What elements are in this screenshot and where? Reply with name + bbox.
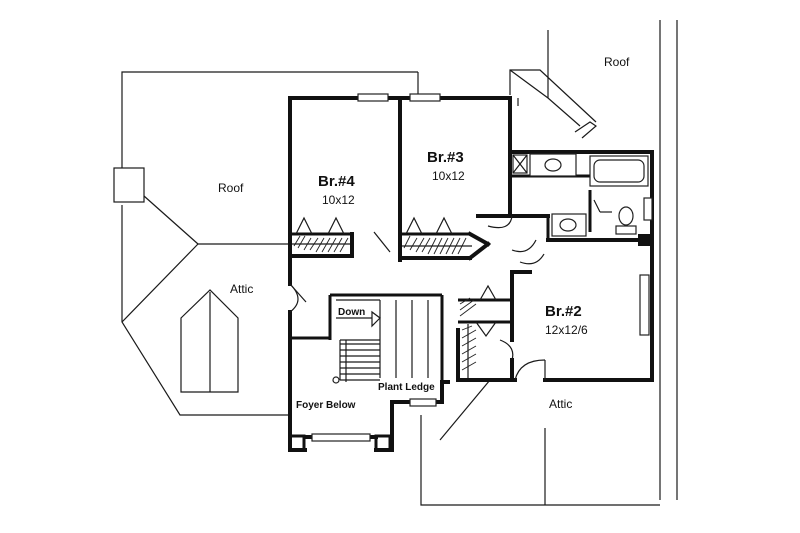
stairs [332,299,429,384]
attic-label-left: Attic [230,282,253,296]
stair-down-arrow [336,310,381,328]
br2-name: Br.#2 [545,303,582,320]
exterior-walls [288,96,654,452]
br2-size: 12x12/6 [545,323,588,337]
labels: Roof Roof Attic Attic Br.#4 10x12 Br.#3 … [218,55,630,411]
br4-name: Br.#4 [318,173,355,190]
doors [289,215,546,381]
attic-label-right: Attic [549,397,572,411]
windows [288,93,653,452]
br4-size: 10x12 [322,193,355,207]
plant-ledge-label: Plant Ledge [378,382,435,393]
bath-fixtures [512,153,649,237]
right-roof-outline [420,20,678,506]
br3-size: 10x12 [432,169,465,183]
window-bath-right [643,197,653,221]
foyer-below-label: Foyer Below [296,400,356,411]
sink-top [544,158,562,172]
roof-label-left: Roof [218,181,244,195]
window-br2-right [639,274,650,336]
sink-bottom [559,218,577,232]
window-br4-top [357,93,389,102]
stair-down-label: Down [338,307,365,318]
left-roof-outline [113,71,419,416]
chimney-box [113,167,145,203]
br3-name: Br.#3 [427,149,464,166]
dormer-outline [180,289,239,393]
toilet-bowl [618,206,634,226]
window-ledge-bottom [409,398,437,407]
toilet-tank [615,225,637,235]
closet-shelving [292,235,477,378]
roof-label-top-right: Roof [604,55,630,69]
window-foyer-bottom [311,433,371,442]
interior-walls [288,96,654,382]
window-br3-top [409,93,441,102]
